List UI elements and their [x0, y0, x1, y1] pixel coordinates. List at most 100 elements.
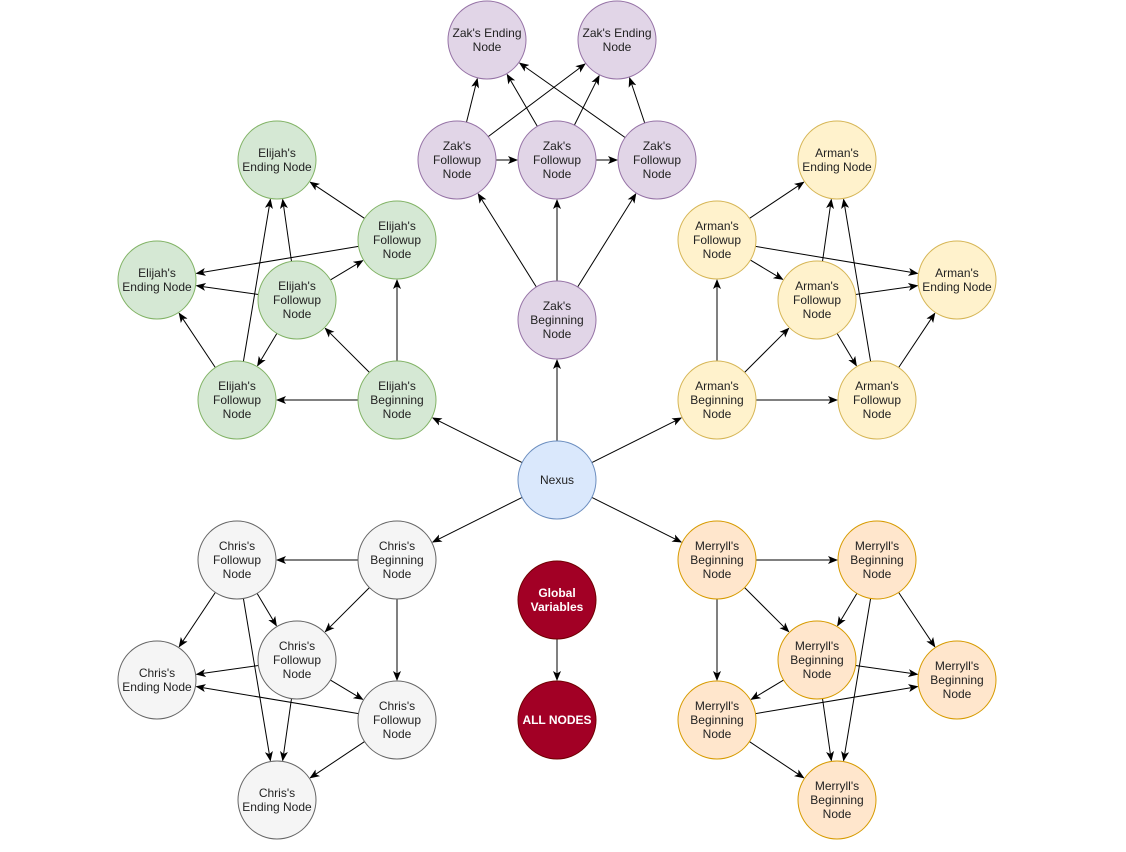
edge-nexus-to-chr-begin [431, 496, 523, 543]
node-label-line: Elijah's [258, 146, 296, 160]
node-label-line: Followup [533, 153, 581, 167]
node-label-line: Zak's [543, 139, 571, 153]
node-label-line: Beginning [790, 653, 843, 667]
node-circle [357, 360, 437, 440]
edge-chr-f2-to-chr-end1 [195, 665, 259, 677]
edge-zak-f1-to-zak-end2 [487, 63, 586, 138]
node-nexus[interactable]: Nexus [517, 440, 597, 520]
edge-mer-2-to-mer-6 [841, 598, 872, 762]
edge-mer-5-to-mer-6 [749, 741, 805, 779]
node-circle [777, 620, 857, 700]
node-circle [837, 360, 917, 440]
edge-chr-begin-to-chr-f2 [324, 587, 370, 633]
node-label-line: Followup [213, 553, 261, 567]
node-label-line: Node [803, 667, 832, 681]
node-label-line: Ending Node [122, 280, 192, 294]
edge-zak-f2-to-zak-end2 [573, 74, 600, 126]
node-label-line: Ending Node [802, 160, 872, 174]
edge-nexus-to-eli-begin [431, 417, 523, 464]
edge-arm-f2-to-arm-end1 [822, 198, 834, 262]
node-label-line: Beginning [370, 553, 423, 567]
edge-mer-2-to-mer-4 [898, 592, 936, 648]
node-label-line: Node [543, 327, 572, 341]
edge-zak-begin-to-zak-f1 [477, 193, 537, 288]
node-label-line: Node [863, 407, 892, 421]
edge-eli-f1-to-eli-end2 [195, 245, 359, 276]
node-label-line: Beginning [530, 313, 583, 327]
node-label-line: Beginning [810, 793, 863, 807]
edge-chr-f2-to-chr-end2 [280, 698, 292, 762]
node-label-line: Chris's [139, 666, 175, 680]
edge-eli-begin-to-eli-f2 [324, 327, 370, 373]
node-label-line: Node [473, 40, 502, 54]
node-label-line: Followup [693, 233, 741, 247]
edge-eli-f2-to-eli-f3 [257, 323, 285, 367]
edge-chr-f1-to-chr-f2 [249, 583, 277, 627]
node-label-line: Chris's [379, 539, 415, 553]
edge-eli-f3-to-eli-end2 [178, 312, 216, 368]
node-circle [517, 440, 597, 520]
node-all[interactable]: ALL NODES [517, 680, 597, 760]
edge-arm-f3-to-arm-end1 [841, 198, 872, 362]
node-label-line: Node [703, 247, 732, 261]
node-label-line: Ending Node [922, 280, 992, 294]
edge-eli-f1-to-eli-end1 [309, 181, 365, 219]
node-label-line: Beginning [370, 393, 423, 407]
node-label-line: Node [823, 807, 852, 821]
node-circle [677, 680, 757, 760]
node-circle [447, 0, 527, 80]
edge-zak-f1-to-zak-end1 [466, 77, 480, 123]
edge-mer-3-to-mer-6 [822, 698, 834, 762]
edge-arm-f2-to-arm-end2 [855, 283, 919, 295]
node-label-line: Elijah's [218, 379, 256, 393]
node-label-line: Beginning [690, 553, 743, 567]
node-label-line: Arman's [815, 146, 859, 160]
node-circle [237, 760, 317, 840]
node-label-line: Node [383, 567, 412, 581]
node-circle [797, 120, 877, 200]
node-label-line: Merryll's [855, 539, 899, 553]
node-label-line: Merryll's [695, 699, 739, 713]
node-label-line: Node [863, 567, 892, 581]
node-label-line: Ending Node [242, 160, 312, 174]
node-label-line: Zak's [643, 139, 671, 153]
node-label-line: ALL NODES [522, 713, 591, 727]
node-label-line: Followup [633, 153, 681, 167]
node-circle [357, 680, 437, 760]
node-label-line: Node [643, 167, 672, 181]
node-circle [917, 240, 997, 320]
node-circle [777, 260, 857, 340]
node-label-line: Chris's [219, 539, 255, 553]
